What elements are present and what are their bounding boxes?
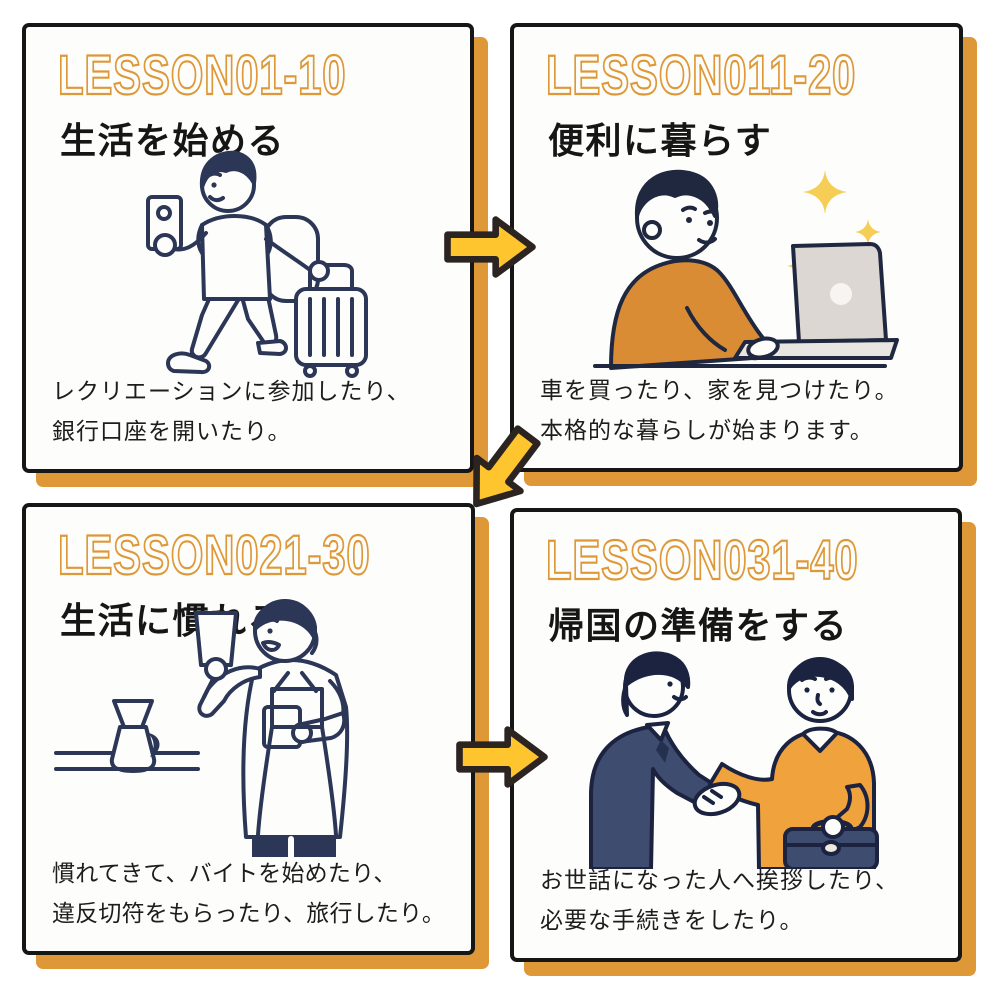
- lesson-range-title-1: LESSON01-10: [57, 43, 347, 106]
- front-leg: [189, 295, 242, 360]
- barista-illustration: [48, 590, 449, 858]
- lesson-range-title-4: LESSON031-40: [545, 528, 859, 591]
- lesson-card-031-40: LESSON031-40 帰国の準備をする: [510, 508, 962, 962]
- lesson-card-011-20: LESSON011-20 便利に暮らす: [510, 23, 963, 472]
- lesson-card-01-10: LESSON01-10 生活を始める: [22, 23, 474, 473]
- arrow-step1-to-step2: [440, 213, 540, 281]
- lesson-heading-3: 生活に慣れる: [60, 600, 286, 641]
- coffee-pourover: [109, 699, 160, 774]
- description-line: 車を買ったり、家を見つけたり。: [540, 376, 899, 403]
- description-line: 銀行口座を開いたり。: [52, 417, 292, 444]
- description-line: 慣れてきて、バイトを始めたり、: [52, 859, 397, 886]
- handshake-hands: [692, 782, 742, 817]
- raised-arm: [197, 665, 262, 719]
- description-line: お世話になった人へ挨拶したり、: [540, 866, 900, 893]
- handshake-illustration: [536, 647, 936, 870]
- laptop-illustration: [536, 162, 937, 370]
- tshirt: [200, 214, 272, 302]
- lesson-heading-4: 帰国の準備をする: [548, 605, 849, 646]
- hair: [634, 169, 718, 218]
- arrow-step2-to-step3: [445, 410, 559, 531]
- lesson-range-title-3: LESSON021-30: [57, 523, 371, 586]
- traveler-walking-icon: [146, 151, 368, 379]
- back-shoe: [256, 339, 288, 357]
- description-line: 必要な手続きをしたり。: [540, 906, 804, 933]
- traveler-illustration: [48, 151, 448, 379]
- description-line: レクリエーションに参加したり、: [52, 377, 411, 404]
- lesson-range-title-2: LESSON011-20: [545, 43, 857, 106]
- phone-hand: [153, 233, 177, 258]
- tie: [656, 740, 669, 764]
- collar-left: [645, 721, 670, 743]
- lesson-description-4: お世話になった人へ挨拶したり、 必要な手続きをしたり。: [540, 860, 936, 941]
- description-line: 違反切符をもらったり、旅行したり。: [52, 899, 446, 926]
- barista-icon: [54, 599, 350, 858]
- front-shoe: [166, 351, 212, 375]
- handshake-icon: [589, 651, 879, 870]
- lesson-description-2: 車を買ったり、家を見つけたり。 本格的な暮らしが始まります。: [540, 370, 937, 451]
- suitcase: [294, 263, 368, 379]
- ear: [641, 219, 662, 240]
- right-arrow-icon: [444, 216, 536, 278]
- laptop-logo: [829, 282, 852, 305]
- open-smile: [261, 640, 281, 653]
- hair-right: [786, 659, 854, 702]
- hair: [199, 151, 257, 190]
- lesson-card-021-30: LESSON021-30 生活に慣れる: [22, 503, 475, 955]
- hand-glass: [204, 657, 228, 682]
- lesson-description-3: 慣れてきて、バイトを始めたり、 違反切符をもらったり、旅行したり。: [52, 853, 449, 934]
- right-arrow-icon: [456, 726, 548, 788]
- collar-right: [801, 726, 839, 754]
- hand-on-handle: [308, 260, 330, 283]
- hand: [745, 336, 780, 360]
- description-line: 本格的な暮らしが始まります。: [540, 416, 874, 443]
- apron-chest: [270, 687, 324, 730]
- lesson-heading-2: 便利に暮らす: [548, 120, 773, 161]
- hand-on-briefcase: [821, 815, 845, 840]
- back-leg: [240, 295, 279, 348]
- glass: [194, 611, 238, 668]
- down-left-arrow-icon: [473, 425, 541, 508]
- hair-left: [621, 651, 691, 718]
- man-using-laptop-icon: [592, 169, 899, 370]
- briefcase-clasp: [821, 840, 841, 857]
- suit-body: [589, 723, 729, 870]
- arrow-step3-to-step4: [452, 723, 552, 791]
- lesson-description-1: レクリエーションに参加したり、 銀行口座を開いたり。: [52, 371, 448, 452]
- raised-arm: [172, 231, 208, 252]
- lesson-heading-1: 生活を始める: [60, 120, 286, 161]
